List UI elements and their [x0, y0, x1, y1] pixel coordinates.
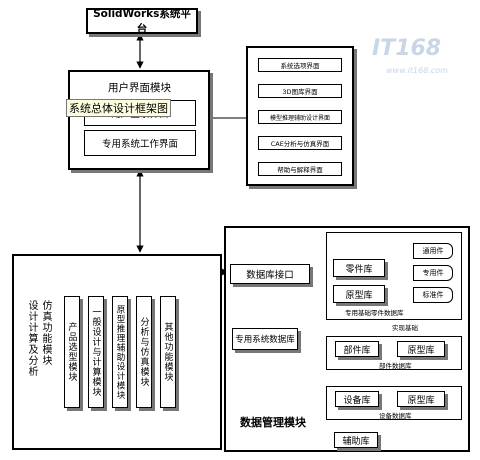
basic-parts-database: 零件库 原型库 通用件 专用件 标准件 专用基础零件数据库 — [326, 232, 462, 320]
sub-interface-panel: 系统选项界面 3D图库界面 模型推理辅助设计界面 CAE分析与仿真界面 帮助与解… — [246, 46, 354, 186]
help-interface-label: 帮助与解释界面 — [277, 166, 323, 174]
workspace-interface-box: 专用系统工作界面 — [84, 130, 196, 156]
platform-label: SolidWorks系统平台 — [93, 8, 191, 35]
component-database: 部件库 原型库 部件数据库 — [326, 336, 462, 370]
component-library-label: 部件库 — [343, 345, 371, 356]
watermark-url: www.it168.com — [386, 66, 448, 75]
cae-interface-label: CAE分析与仿真界面 — [270, 140, 330, 148]
equipment-caption: 设备数据库 — [379, 412, 412, 420]
simulation-module-label: 仿真功能模块 — [40, 300, 51, 366]
design-analysis-label: 设计计算及分析 — [26, 300, 37, 377]
prototype-inference-label: 原型推理辅助设计模块 — [115, 304, 125, 400]
dedicated-parts-box: 专用件 — [413, 265, 453, 281]
model-inference-interface-label: 模型推理辅助设计界面 — [269, 114, 330, 122]
proto-library-box: 原型库 — [333, 285, 385, 303]
special-database-box: 专用系统数据库 — [232, 328, 298, 350]
other-function-label: 其他功能模块 — [162, 322, 173, 382]
auxiliary-library-label: 辅助库 — [342, 436, 370, 447]
product-selection-module: 产品选型模块 — [64, 296, 80, 408]
other-function-module: 其他功能模块 — [160, 296, 176, 408]
parts-library-box: 零件库 — [333, 259, 385, 277]
framework-caption: 系统总体设计框架图 — [66, 99, 171, 117]
component-proto-box: 原型库 — [397, 341, 445, 357]
analysis-simulation-label: 分析与仿真模块 — [138, 317, 149, 387]
3d-library-interface-label: 3D图库界面 — [282, 88, 318, 96]
model-inference-interface-box: 模型推理辅助设计界面 — [258, 110, 342, 124]
options-interface-box: 系统选项界面 — [258, 58, 342, 72]
database-interface-label: 数据库接口 — [246, 270, 294, 281]
parts-library-label: 零件库 — [345, 264, 373, 275]
standard-parts-box: 标准件 — [413, 287, 453, 303]
prototype-inference-module: 原型推理辅助设计模块 — [112, 296, 128, 408]
proto-library-label: 原型库 — [345, 290, 373, 301]
component-caption: 部件数据库 — [379, 362, 412, 370]
common-parts-label: 通用件 — [422, 247, 444, 255]
dedicated-parts-label: 专用件 — [422, 269, 444, 277]
component-library-box: 部件库 — [335, 341, 379, 357]
basic-parts-caption: 专用基础零件数据库 — [345, 309, 404, 317]
general-design-label: 一般设计与计算模块 — [90, 307, 101, 397]
ui-module-title: 用户界面模块 — [108, 82, 171, 94]
cae-interface-box: CAE分析与仿真界面 — [258, 136, 342, 150]
workspace-interface-label: 专用系统工作界面 — [101, 139, 178, 150]
special-database-label: 专用系统数据库 — [235, 335, 295, 345]
3d-library-interface-box: 3D图库界面 — [258, 84, 342, 98]
data-management-title: 数据管理模块 — [240, 416, 306, 429]
realize-basis-label: 实现基础 — [392, 324, 418, 332]
equipment-proto-box: 原型库 — [397, 391, 445, 407]
common-parts-box: 通用件 — [413, 243, 453, 259]
standard-parts-label: 标准件 — [422, 291, 444, 299]
auxiliary-library-box: 辅助库 — [334, 432, 378, 448]
user-interface-module: 用户界面模块 用户登录界面 专用系统工作界面 — [68, 70, 210, 170]
equipment-library-label: 设备库 — [343, 395, 371, 406]
product-selection-label: 产品选型模块 — [66, 322, 77, 382]
database-interface-box: 数据库接口 — [230, 264, 310, 284]
options-interface-label: 系统选项界面 — [280, 62, 320, 70]
help-interface-box: 帮助与解释界面 — [258, 162, 342, 176]
solidworks-platform-box: SolidWorks系统平台 — [86, 8, 198, 35]
equipment-library-box: 设备库 — [335, 391, 379, 407]
analysis-simulation-module: 分析与仿真模块 — [136, 296, 152, 408]
equipment-proto-label: 原型库 — [407, 395, 435, 406]
general-design-module: 一般设计与计算模块 — [88, 296, 104, 408]
watermark-logo: IT168 — [372, 36, 442, 61]
equipment-database: 设备库 原型库 设备数据库 — [326, 386, 462, 420]
component-proto-label: 原型库 — [407, 345, 435, 356]
